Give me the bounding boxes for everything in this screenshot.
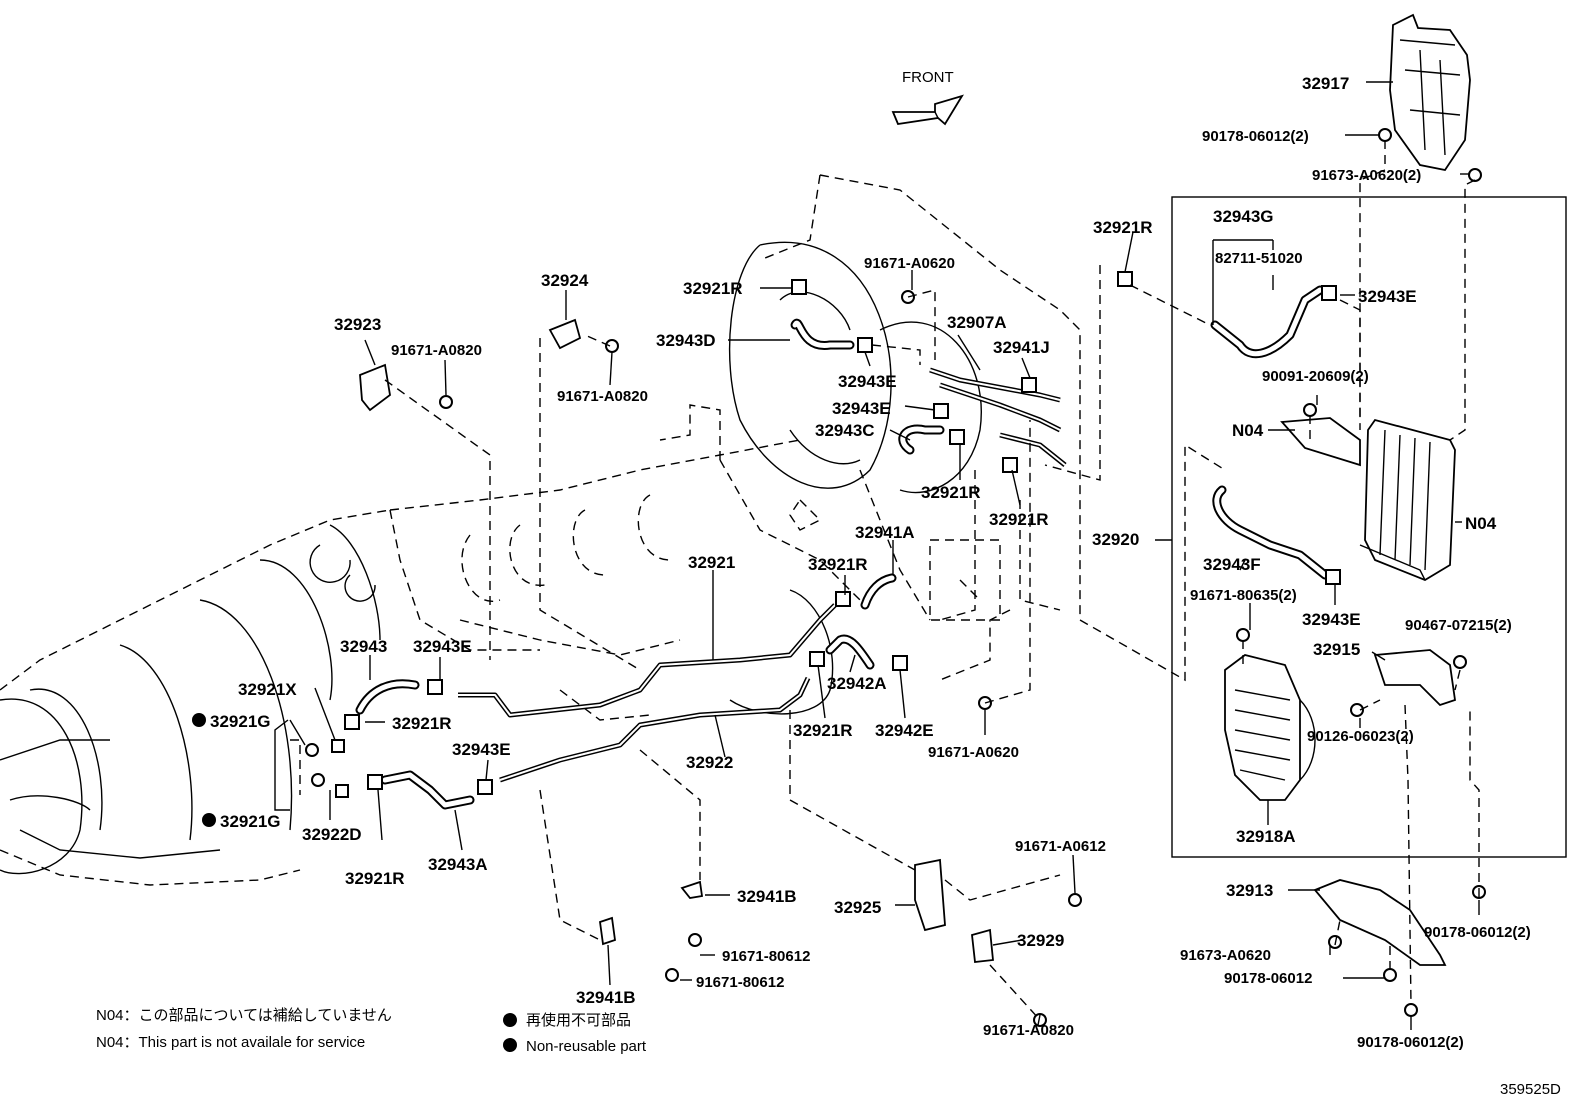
note-n04-en: N04：This part is not availale for servic… [96,1034,365,1051]
label-32921R: 32921R [1093,218,1153,237]
legend-nonreusable-jp: 再使用不可部品 [526,1012,631,1029]
cooler-assembly-box [1171,196,1567,858]
front-arrow: FRONT [891,69,964,126]
lower-guide-part [1224,654,1316,801]
label-32943: 32943 [340,637,387,656]
label-91671-a0612: 91671-A0612 [1015,838,1106,855]
label-91671-80612: 91671-80612 [696,974,784,991]
label-32921G: 32921G [220,812,281,831]
label-91671-80635-2: 91671-80635(2) [1190,587,1297,604]
label-32918A: 32918A [1236,827,1296,846]
label-90178-06012-2: 90178-06012(2) [1202,128,1309,145]
label-32943E: 32943E [1358,287,1417,306]
label-32943E: 32943E [838,372,897,391]
label-91673-a0620: 91673-A0620 [1180,947,1271,964]
label-32921R: 32921R [392,714,452,733]
label-91671-a0820: 91671-A0820 [557,388,648,405]
label-N04: N04 [1232,421,1264,440]
label-91673-a0620-2: 91673-A0620(2) [1312,167,1421,184]
label-32921: 32921 [688,553,735,572]
label-32943F: 32943F [1203,555,1261,574]
nonreusable-marker-32921G-a [192,713,206,727]
label-32922D: 32922D [302,825,362,844]
label-90126-06023-2: 90126-06023(2) [1307,728,1414,745]
label-91671-a0820: 91671-A0820 [983,1022,1074,1039]
label-32921R: 32921R [793,721,853,740]
part-labels: 32917 90178-06012(2) 91673-A0620(2) 3292… [210,74,1531,1051]
label-32941B: 32941B [737,887,797,906]
label-32920: 32920 [1092,530,1139,549]
engine-block-outline [389,174,1081,721]
dashed-guides [290,140,1480,1021]
label-32943G: 32943G [1213,207,1274,226]
leader-lines [205,81,1480,1030]
label-90091-20609-2: 90091-20609(2) [1262,368,1369,385]
label-32942E: 32942E [875,721,934,740]
label-32921R: 32921R [345,869,405,888]
label-32915: 32915 [1313,640,1360,659]
label-90178-06012: 90178-06012 [1224,970,1312,987]
label-32941B: 32941B [576,988,636,1007]
front-label: FRONT [902,69,954,86]
label-32907A: 32907A [947,313,1007,332]
label-32924: 32924 [541,271,589,290]
under-guide-32913 [1313,879,1447,966]
label-32921R: 32921R [683,279,743,298]
label-91671-a0620: 91671-A0620 [928,744,1019,761]
label-91671-80612: 91671-80612 [722,948,810,965]
label-32943C: 32943C [815,421,875,440]
legend-notes: N04：この部品については補給していません N04：This part is n… [96,1007,647,1055]
bracket-32915 [1373,649,1456,707]
label-32921X: 32921X [238,680,297,699]
label-32921G: 32921G [210,712,271,731]
label-N04: N04 [1465,514,1497,533]
label-32943E: 32943E [832,399,891,418]
label-32943E: 32943E [452,740,511,759]
label-32913: 32913 [1226,881,1273,900]
label-91671-a0620: 91671-A0620 [864,255,955,272]
label-32943E: 32943E [1302,610,1361,629]
legend-nonreusable-en: Non-reusable part [526,1038,647,1055]
label-32943D: 32943D [656,331,716,350]
transmission-outline [0,509,391,886]
legend-dot-en [503,1038,517,1052]
label-82711-51020: 82711-51020 [1215,250,1303,267]
air-guide-part [1389,13,1471,172]
label-32942A: 32942A [827,674,887,693]
label-32943A: 32943A [428,855,488,874]
nonreusable-marker-32921G-b [202,813,216,827]
label-32921R: 32921R [989,510,1049,529]
label-32923: 32923 [334,315,381,334]
label-32921R: 32921R [921,483,981,502]
label-32917: 32917 [1302,74,1349,93]
label-90178-06012-2: 90178-06012(2) [1424,924,1531,941]
label-91671-a0820: 91671-A0820 [391,342,482,359]
legend-dot-jp [503,1013,517,1027]
label-32943E: 32943E [413,637,472,656]
label-32925: 32925 [834,898,881,917]
label-90178-06012-2: 90178-06012(2) [1357,1034,1464,1051]
label-32941A: 32941A [855,523,915,542]
label-32929: 32929 [1017,931,1064,950]
diagram-code: 359525D [1500,1081,1561,1098]
cooler-tubes [355,285,1330,810]
note-n04-jp: N04：この部品については補給していません [96,1007,392,1024]
label-32941J: 32941J [993,338,1050,357]
label-32921R: 32921R [808,555,868,574]
label-32922: 32922 [686,753,733,772]
hardware [305,128,1486,1027]
label-90467-07215-2: 90467-07215(2) [1405,617,1512,634]
cooler-core [1359,418,1456,582]
